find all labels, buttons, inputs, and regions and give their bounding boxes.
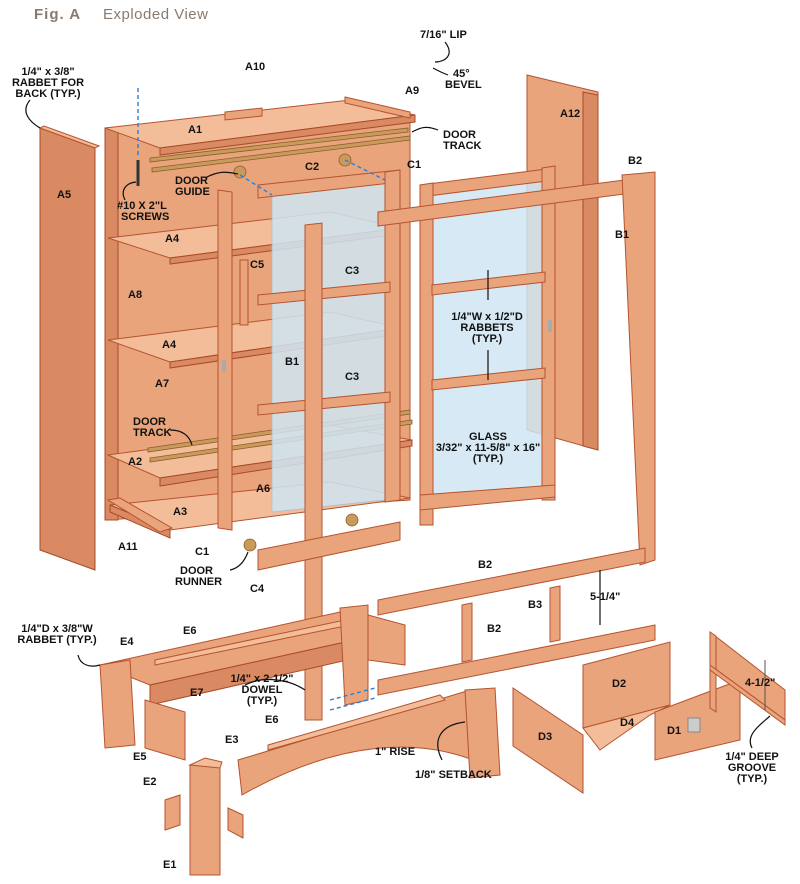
label-a3: A3	[173, 506, 187, 518]
callout-groove-3: (TYP.)	[737, 773, 768, 785]
callout-dowel-2: DOWEL	[242, 684, 283, 696]
leader-lines	[25, 41, 771, 761]
callout-dowel-3: (TYP.)	[247, 695, 278, 707]
label-a6: A6	[256, 483, 270, 495]
callout-dowel-1: 1/4" x 2-1/2"	[230, 673, 293, 685]
callout-rabbets-2: RABBETS	[460, 322, 513, 334]
callout-rabbet-back-3: BACK (TYP.)	[15, 88, 81, 100]
label-c1-bottom: C1	[195, 546, 209, 558]
label-d4: D4	[620, 717, 635, 729]
callout-door-runner-1: DOOR	[180, 565, 213, 577]
label-a10: A10	[245, 61, 265, 73]
part-c4-rail	[257, 521, 401, 571]
label-c3-upper: C3	[345, 265, 359, 277]
callout-rise: 1" RISE	[375, 746, 415, 758]
callout-door-guide-2: GUIDE	[175, 186, 210, 198]
callout-bevel-2: BEVEL	[445, 79, 482, 91]
callout-door-track-bottom-2: TRACK	[133, 427, 172, 439]
label-c1-top: C1	[407, 159, 421, 171]
label-a12: A12	[560, 108, 580, 120]
label-b2-lower: B2	[487, 623, 501, 635]
label-e7: E7	[190, 687, 203, 699]
callout-rabbet-base-1: 1/4"D x 3/8"W	[21, 623, 93, 635]
label-a1: A1	[188, 124, 202, 136]
callout-glass-2: 3/32" x 11-5/8" x 16"	[436, 442, 540, 454]
callout-screws-2: SCREWS	[121, 211, 169, 223]
label-c5: C5	[250, 259, 264, 271]
right-door	[419, 165, 556, 526]
callout-door-track-bottom-1: DOOR	[133, 416, 166, 428]
drawer-assembly	[512, 630, 786, 794]
label-a5: A5	[57, 189, 71, 201]
label-a2: A2	[128, 456, 142, 468]
callout-rabbets-3: (TYP.)	[472, 333, 503, 345]
label-a4-upper: A4	[165, 233, 180, 245]
label-b1-right: B1	[615, 229, 629, 241]
callout-groove-2: GROOVE	[728, 762, 776, 774]
callout-rabbet-back-2: RABBET FOR	[12, 77, 84, 89]
callout-rabbets-1: 1/4"W x 1/2"D	[451, 311, 523, 323]
callout-dim-5-1-4: 5-1/4"	[590, 591, 620, 603]
face-frame-b	[377, 171, 656, 696]
left-door	[217, 159, 401, 531]
callout-rabbet-base-2: RABBET (TYP.)	[17, 634, 97, 646]
callout-setback: 1/8" SETBACK	[415, 769, 492, 781]
label-b2-middle: B2	[478, 559, 492, 571]
label-a8: A8	[128, 289, 142, 301]
label-c3-lower: C3	[345, 371, 359, 383]
label-d2: D2	[612, 678, 626, 690]
label-e4: E4	[120, 636, 134, 648]
callout-lip: 7/16" LIP	[420, 29, 467, 41]
label-c2: C2	[305, 161, 319, 173]
label-b1-left: B1	[285, 356, 299, 368]
base-assembly	[98, 604, 501, 876]
label-e2: E2	[143, 776, 156, 788]
callout-door-track-top-2: TRACK	[443, 140, 482, 152]
callout-groove-1: 1/4" DEEP	[725, 751, 779, 763]
callouts: 7/16" LIP 45° BEVEL 1/4" x 3/8" RABBET F…	[12, 29, 779, 785]
label-e6-upper: E6	[183, 625, 196, 637]
figure-title: Exploded View	[103, 6, 208, 23]
label-b3: B3	[528, 599, 542, 611]
label-a11: A11	[118, 541, 138, 553]
label-a4-lower: A4	[162, 339, 177, 351]
callout-bevel-1: 45°	[453, 68, 470, 80]
label-c4: C4	[250, 583, 265, 595]
label-e1: E1	[163, 859, 176, 871]
label-d1: D1	[667, 725, 681, 737]
figure-label: Fig. A	[34, 6, 81, 23]
part-a5-side-panel	[38, 125, 101, 571]
label-e3: E3	[225, 734, 238, 746]
callout-door-track-top-1: DOOR	[443, 129, 476, 141]
label-b2-top: B2	[628, 155, 642, 167]
callout-dim-4-1-2: 4-1/2"	[745, 677, 775, 689]
callout-glass-3: (TYP.)	[473, 453, 504, 465]
callout-door-guide-1: DOOR	[175, 175, 208, 187]
label-a7: A7	[155, 378, 169, 390]
part-labels: A10 A9 A1 A12 A5 C2 C1 B2 B1 A4 C5 A8 C3…	[57, 61, 681, 871]
label-d3: D3	[538, 731, 552, 743]
callout-door-runner-2: RUNNER	[175, 576, 222, 588]
callout-screws-1: #10 X 2"L	[117, 200, 167, 212]
label-a9: A9	[405, 85, 419, 97]
callout-rabbet-back-1: 1/4" x 3/8"	[21, 66, 74, 78]
label-e5: E5	[133, 751, 146, 763]
callout-glass-1: GLASS	[469, 431, 507, 443]
label-e6-lower: E6	[265, 714, 278, 726]
